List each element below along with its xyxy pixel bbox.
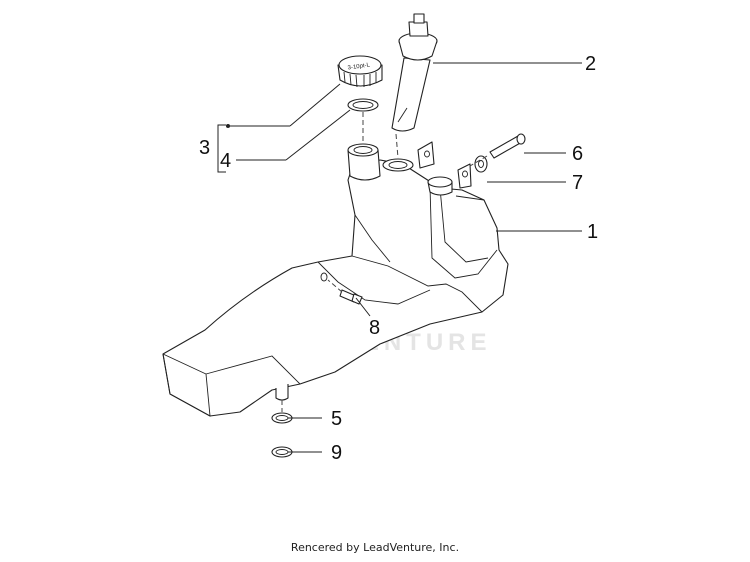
cap-gasket — [347, 98, 379, 112]
cap-marking: 3-10pt-L — [347, 62, 371, 71]
callout-6: 6 — [572, 143, 583, 165]
callout-4: 4 — [220, 150, 231, 172]
callout-9: 9 — [331, 442, 342, 464]
bolt — [489, 133, 526, 159]
leader-lines — [217, 62, 582, 453]
footer-credit: Rencered by LeadVenture, Inc. — [290, 541, 460, 554]
callout-8: 8 — [369, 317, 380, 339]
fuel-tank — [162, 141, 509, 417]
fuel-cap: 3-10pt-L — [337, 55, 383, 88]
callout-3: 3 — [199, 137, 210, 159]
callout-5: 5 — [331, 408, 342, 430]
callout-7: 7 — [572, 172, 583, 194]
callout-1: 1 — [587, 221, 598, 243]
assembly-lines — [281, 112, 488, 412]
washer — [474, 155, 488, 173]
callout-2: 2 — [585, 53, 596, 75]
fuel-pump — [391, 13, 438, 132]
